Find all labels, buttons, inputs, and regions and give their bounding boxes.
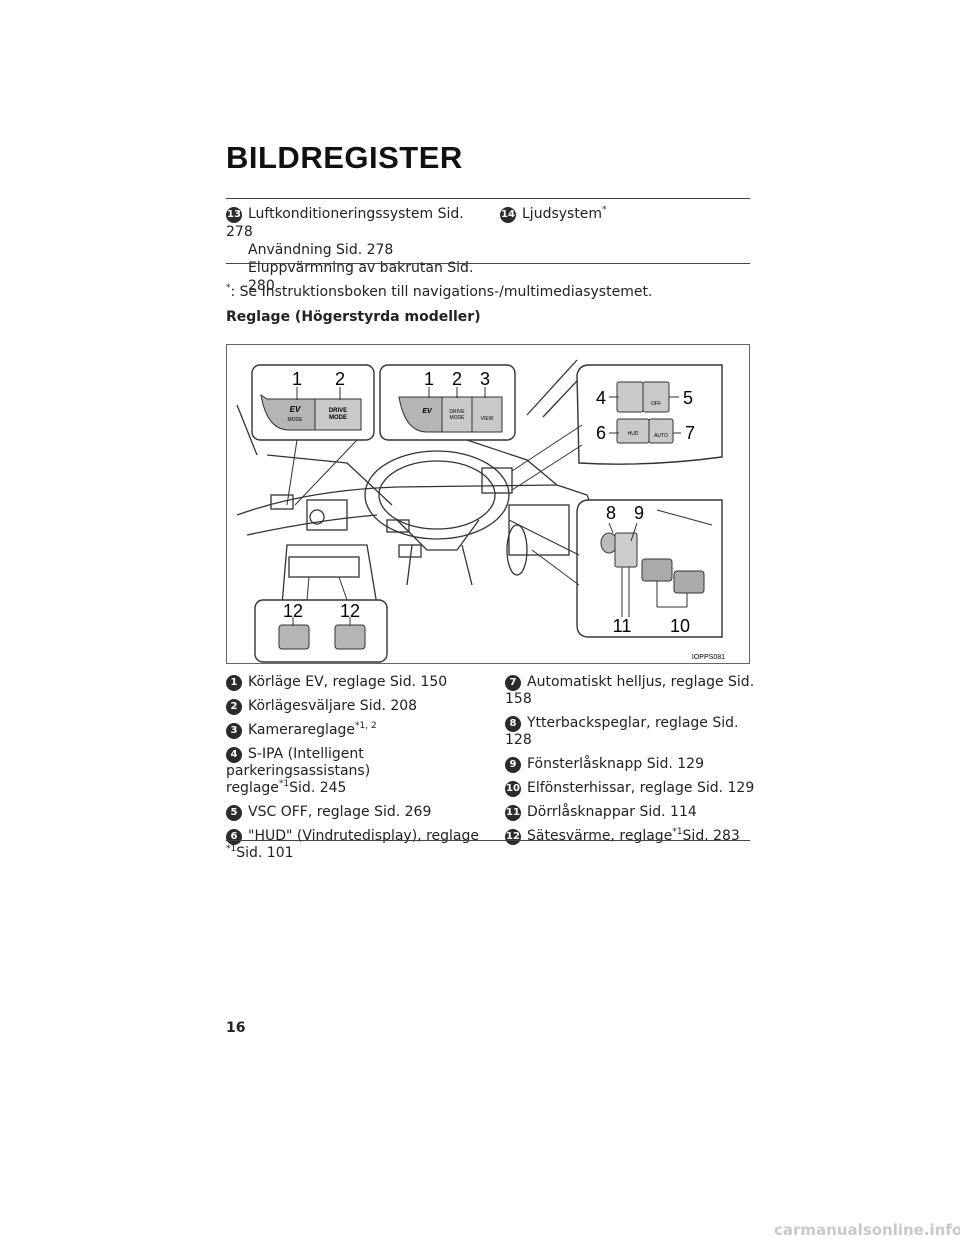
item-14: 14 Ljudsystem* [500, 205, 750, 223]
mode-label: MODE [450, 415, 466, 421]
view-label: VIEW [481, 416, 494, 422]
legend-page: Sid. 245 [289, 780, 347, 796]
footnote-mark: * [602, 205, 607, 215]
auto-label: AUTO [654, 433, 668, 439]
footnote-mark: *1 [278, 779, 290, 789]
footnote-mark: * [226, 283, 231, 293]
callout-1: 1 [292, 369, 302, 389]
legend-text: "HUD" (Vindrutedisplay), reglage [248, 828, 479, 844]
rule-middle [226, 263, 750, 264]
legend-number-badge: 2 [226, 699, 242, 715]
inset-right-top: OFF HUD AUTO 4 5 6 7 [511, 364, 723, 491]
legend-item-3: 3 Kamerareglage*1, 2 [226, 722, 488, 739]
ev-label: EV [422, 408, 433, 415]
legend-text: Elfönsterhissar, reglage Sid. 129 [527, 780, 755, 796]
inset-left-bottom: 12 12 [254, 576, 388, 663]
callout-12: 12 [340, 601, 360, 621]
legend-text: Ytterbackspeglar, reglage Sid. 128 [505, 715, 739, 748]
legend-number-badge: 10 [505, 781, 521, 797]
callout-12: 12 [283, 601, 303, 621]
legend-item-1: 1 Körläge EV, reglage Sid. 150 [226, 674, 488, 691]
legend-page: Sid. 101 [236, 845, 294, 861]
callout-1: 1 [424, 369, 434, 389]
callout-10: 10 [670, 616, 690, 636]
rule-top [226, 198, 750, 199]
legend-number-badge: 1 [226, 675, 242, 691]
legend-number-badge: 11 [505, 805, 521, 821]
item-label: Luftkonditioneringssystem Sid. 278 [226, 206, 464, 240]
legend-text: Körlägesväljare Sid. 208 [248, 698, 418, 714]
legend-text: Sätesvärme, reglage [527, 828, 673, 844]
mode-label: MODE [288, 417, 304, 423]
legend-item-9: 9 Fönsterlåsknapp Sid. 129 [505, 756, 755, 773]
legend-text: Körläge EV, reglage Sid. 150 [248, 674, 448, 690]
callout-4: 4 [596, 388, 606, 408]
callout-2: 2 [335, 369, 345, 389]
legend-item-11: 11 Dörrlåsknappar Sid. 114 [505, 804, 755, 821]
callout-6: 6 [596, 423, 606, 443]
legend-number-badge: 3 [226, 723, 242, 739]
footnote-mark: *1 [672, 827, 683, 837]
footnote-mark: *1 [226, 844, 237, 854]
hud-label: HUD [628, 431, 639, 437]
inset-middle: EV DRIVE MODE VIEW 1 2 3 [379, 364, 516, 441]
legend-number-badge: 6 [226, 829, 242, 845]
legend-page: Sid. 283 [682, 828, 740, 844]
item-number-badge: 14 [500, 207, 516, 223]
callout-11: 11 [613, 616, 632, 636]
callout-3: 3 [480, 369, 490, 389]
legend-text: S-IPA (Intelligent parkeringsassistans) [226, 746, 371, 779]
off-label: OFF [651, 401, 661, 407]
figure-code: IOPPS081 [692, 654, 725, 661]
legend-text: Fönsterlåsknapp Sid. 129 [527, 756, 704, 772]
legend-item-12: 12 Sätesvärme, reglage*1Sid. 283 [505, 828, 755, 845]
illustration-svg: EV MODE DRIVE MODE 1 2 EV DRIVE MODE VIE… [236, 359, 725, 663]
callout-2: 2 [452, 369, 462, 389]
drive-label: DRIVE [329, 408, 347, 414]
inset-left: EV MODE DRIVE MODE 1 2 [251, 364, 375, 506]
legend-text: Dörrlåsknappar Sid. 114 [527, 804, 697, 820]
legend-text: Automatiskt helljus, reglage Sid. 158 [505, 674, 755, 707]
footnote-mark: *1, 2 [355, 721, 377, 731]
callout-8: 8 [606, 503, 616, 523]
legend-item-2: 2 Körlägesväljare Sid. 208 [226, 698, 488, 715]
callout-9: 9 [634, 503, 644, 523]
footnote: *: Se Instruktionsboken till navigations… [226, 283, 653, 301]
mode-label: MODE [329, 415, 347, 421]
callout-5: 5 [683, 388, 693, 408]
item-sub: Eluppvärmning av bakrutan Sid. 280 [248, 260, 474, 294]
legend-number-badge: 4 [226, 747, 242, 763]
legend-text: VSC OFF, reglage Sid. 269 [248, 804, 432, 820]
item-number-badge: 13 [226, 207, 242, 223]
legend-number-badge: 8 [505, 716, 521, 732]
legend-item-6: 6 "HUD" (Vindrutedisplay), reglage *1Sid. … [226, 828, 488, 862]
item-label: Ljudsystem [522, 206, 603, 222]
legend-text: reglage [226, 780, 279, 796]
section-heading: Reglage (Högerstyrda modeller) [226, 309, 481, 325]
page-title: BILDREGISTER [226, 140, 463, 175]
drive-label: DRIVE [449, 409, 465, 415]
item-sub: Användning Sid. 278 [248, 242, 394, 258]
watermark: carmanualsonline.info [774, 1221, 960, 1239]
legend-number-badge: 5 [226, 805, 242, 821]
legend-item-10: 10 Elfönsterhissar, reglage Sid. 129 [505, 780, 755, 797]
legend-number-badge: 7 [505, 675, 521, 691]
callout-7: 7 [685, 423, 695, 443]
legend-number-badge: 12 [505, 829, 521, 845]
legend-number-badge: 9 [505, 757, 521, 773]
page-number: 16 [226, 1020, 246, 1036]
legend-item-5: 5 VSC OFF, reglage Sid. 269 [226, 804, 488, 821]
legend-text: Kamerareglage [248, 722, 356, 738]
rule-bottom [226, 840, 750, 841]
footnote-text: : Se Instruktionsboken till navigations-… [230, 284, 653, 300]
ev-label: EV [290, 405, 301, 414]
inset-right-bottom: 8 9 10 11 [508, 499, 723, 638]
controls-illustration: EV MODE DRIVE MODE 1 2 EV DRIVE MODE VIE… [226, 344, 750, 664]
